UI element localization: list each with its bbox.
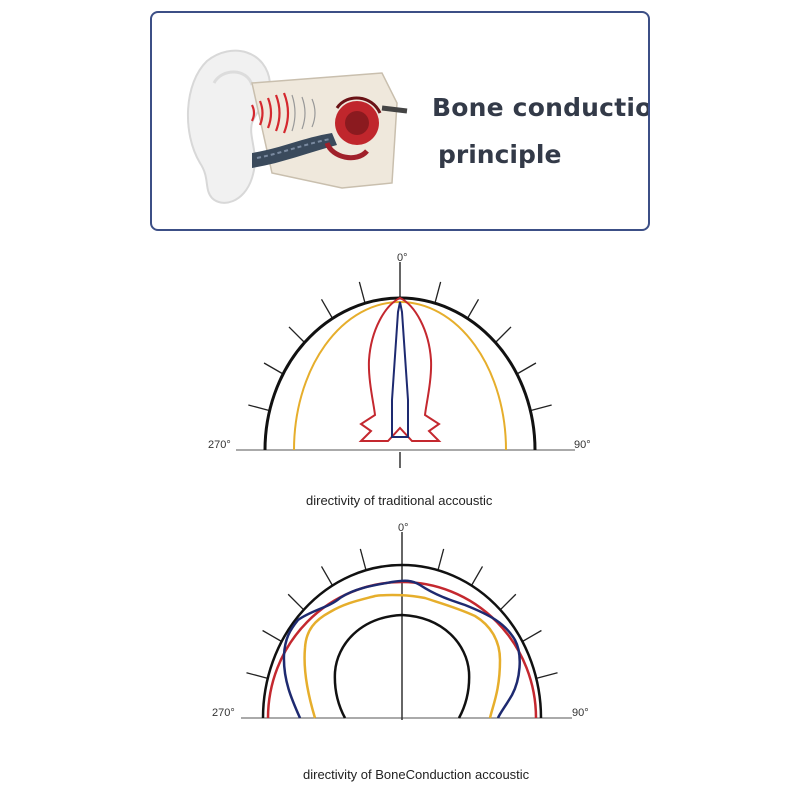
tick-mark xyxy=(287,593,305,611)
angle-label-left: 270° xyxy=(212,707,235,719)
tick-mark xyxy=(494,326,512,343)
tick-marks xyxy=(248,281,552,412)
navy-pattern xyxy=(282,579,521,719)
bone-conduction-banner: Bone conduction principle xyxy=(150,11,650,231)
traditional-directivity-diagram: 0° 270° 90° directivity of traditional a… xyxy=(208,252,591,508)
tick-mark xyxy=(320,566,334,586)
tick-mark xyxy=(499,593,517,611)
tick-mark xyxy=(530,404,552,412)
ear-shape xyxy=(186,49,272,204)
angle-label-right: 90° xyxy=(574,439,591,451)
tick-mark xyxy=(470,566,484,586)
tick-mark xyxy=(262,629,282,643)
tick-mark xyxy=(466,298,480,319)
inner-black-pattern xyxy=(333,613,471,719)
tick-mark xyxy=(516,362,537,375)
banner-title-line1: Bone conduction xyxy=(432,93,650,122)
tick-mark xyxy=(246,672,268,680)
tick-mark xyxy=(434,281,442,304)
tick-mark xyxy=(263,362,284,375)
angle-label-top: 0° xyxy=(397,252,408,264)
red-pattern xyxy=(358,296,442,442)
tick-mark xyxy=(437,548,445,571)
banner-title-line2: principle xyxy=(438,140,562,169)
bone-conduction-directivity-diagram: 0° 270° 90° directivity of BoneConductio… xyxy=(212,522,589,782)
tick-mark xyxy=(358,281,366,304)
sound-waves xyxy=(251,92,290,134)
tick-marks xyxy=(246,548,558,680)
tick-mark xyxy=(248,404,270,412)
navy-pattern xyxy=(391,301,409,438)
tick-mark xyxy=(536,672,558,680)
outer-circle xyxy=(261,563,543,719)
orange-pattern xyxy=(303,593,502,719)
tick-mark xyxy=(522,629,542,643)
angle-label-right: 90° xyxy=(572,707,589,719)
ear-canal xyxy=(252,133,337,168)
angle-label-top: 0° xyxy=(398,522,409,534)
tick-mark xyxy=(288,326,306,343)
tick-mark xyxy=(320,298,334,319)
caption-traditional: directivity of traditional accoustic xyxy=(306,493,493,508)
angle-label-left: 270° xyxy=(208,439,231,451)
caption-bone-conduction: directivity of BoneConduction accoustic xyxy=(303,767,530,782)
tick-mark xyxy=(359,548,367,571)
ear-illustration xyxy=(186,49,408,204)
